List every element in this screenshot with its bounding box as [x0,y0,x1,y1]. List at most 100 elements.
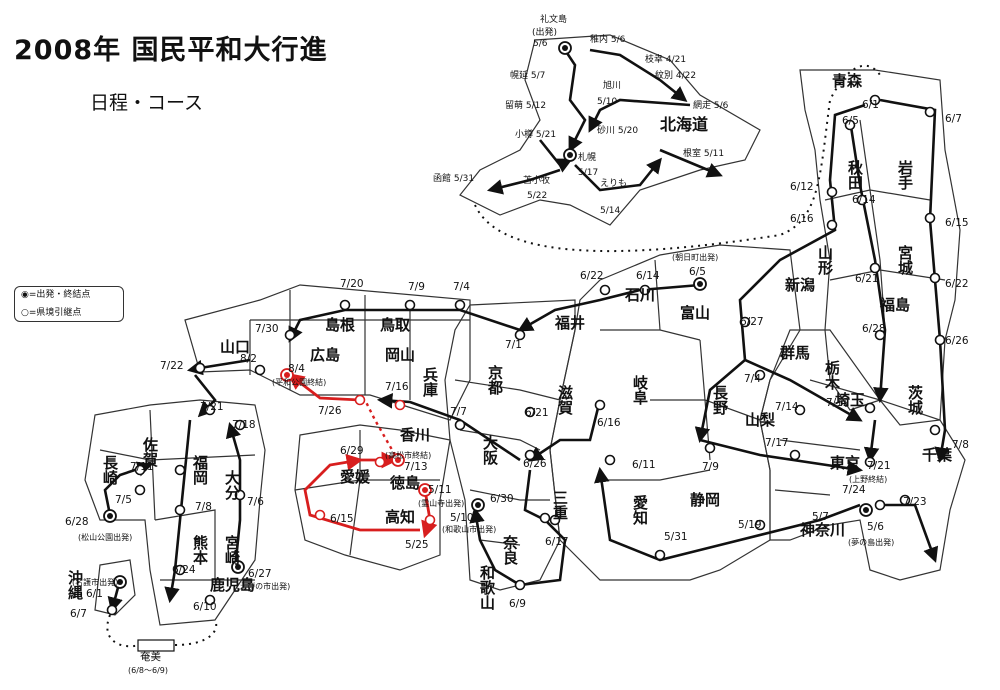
date-label-d716: 7/16 [385,381,409,393]
date-label-d628w: 6/28 [65,516,89,528]
date-label-d615w: 6/15 [330,513,354,525]
date-label-d610: 6/10 [193,601,217,613]
date-label-d627: 6/27 [740,316,764,328]
start-end-point-core [235,564,241,570]
relay-point [234,489,246,501]
map-labels: 北海道青森秋田岩手山形宮城新潟福島茨城栃木群馬埼玉千葉東京神奈川山梨長野静岡富山… [65,13,969,675]
relay-point [826,186,838,198]
relay-point [424,514,436,526]
date-label-d77: 7/7 [450,406,467,418]
prefecture-label-nara: 奈良 [501,534,519,566]
relay-point [204,594,216,606]
hokkaido-point-wakkanai: 稚内 5/6 [590,33,626,45]
okinawa-outline [94,559,136,616]
relay-point [599,284,611,296]
date-label-d711: 7/11 [130,461,154,473]
relay-point [404,299,416,311]
prefecture-label-okinawa: 沖縄 [66,569,84,601]
start-end-point-core [697,281,703,287]
relay-point [704,442,716,454]
tohoku-outline [799,69,961,426]
relay-point [654,549,666,561]
hokkaido-point-tomakomai: 苫小牧 [523,174,550,186]
relay-point [739,316,751,328]
date-label-d721w: 7/21 [200,401,224,413]
prefecture-label-wakayama: 和歌山 [478,565,496,611]
relay-point [754,369,766,381]
date-label-amami_d: (6/8～6/9) [128,666,168,675]
date-label-d615: 6/15 [945,217,969,229]
date-label-d627w: 6/27 [248,568,272,580]
date-label-d616w: 6/16 [597,417,621,429]
date-label-d511: 5/11 [428,484,452,496]
hokkaido-outline [459,34,761,226]
relay-point [394,399,406,411]
date-label-d82: 8/2 [240,353,257,365]
date-label-amami: 奄美 [140,650,161,663]
date-label-d723: 7/23 [903,496,927,508]
date-label-wakayama_dep: (和歌山市出発) [442,524,496,534]
relay-point [454,299,466,311]
date-label-aomori_61: 6/1 [862,99,879,111]
hokkaido-point-asahikawa: 旭川 [603,79,621,91]
date-label-d84: 8/4 [288,363,305,375]
date-label-d721e: 7/21 [867,460,891,472]
prefecture-label-kagawa: 香川 [400,426,430,444]
date-label-d611: 6/11 [632,459,656,471]
prefecture-label-kyoto: 京都 [486,364,504,396]
date-label-d621e: 6/21 [855,273,879,285]
date-label-d74w: 7/4 [453,281,470,293]
date-label-d717: 7/17 [765,437,789,449]
relay-point [604,454,616,466]
prefecture-label-gifu: 岐阜 [631,374,649,406]
relay-point [934,334,946,346]
prefecture-label-tochigi: 栃木 [823,359,841,391]
relay-point [284,329,296,341]
relay-point [204,404,216,416]
date-label-d74: 7/4 [744,373,761,385]
relay-point [924,106,936,118]
date-label-d628: 6/28 [862,323,886,335]
hokkaido-point-nemuro: 根室 5/11 [683,147,724,159]
relay-point [869,262,881,274]
date-label-d519: 5/19 [738,519,762,531]
relay-point [789,449,801,461]
relay-point [454,419,466,431]
hokkaido-point-otaru: 小樽 5/21 [515,128,556,140]
relay-point [174,504,186,516]
relay-point [254,364,266,376]
relay-point [194,362,206,374]
relay-point [874,329,886,341]
date-label-ueno: (上野終結) [849,474,887,484]
date-label-d612: 6/12 [790,181,814,193]
prefecture-label-tokushima: 徳島 [389,474,420,492]
date-label-d629: 6/29 [340,445,364,457]
relay-point [514,329,526,341]
hokkaido-point-asahikawa_d: 5/10 [597,97,617,107]
route-points [103,41,946,616]
start-end-point-core [117,579,123,585]
hokkaido-point-abashiri: 網走 5/6 [693,99,729,111]
legend-relay: ○=県境引継点 [21,308,82,318]
prefecture-label-aichi: 愛知 [631,494,649,526]
date-label-d78w: 7/8 [195,501,212,513]
prefecture-label-nagano: 長野 [711,385,729,416]
relay-point [864,456,876,468]
relay-point [539,512,551,524]
relay-point [174,464,186,476]
prefecture-label-aomori: 青森 [832,72,863,90]
prefecture-label-fukushima: 福島 [879,296,910,314]
date-label-d57: 5/7 [812,511,829,523]
relay-point [524,449,536,461]
prefecture-label-tottori: 鳥取 [380,316,411,334]
relay-point [874,499,886,511]
date-label-d614w: 6/14 [636,270,660,282]
relay-point [174,564,186,576]
page-subtitle: 日程・コース [90,92,204,114]
date-label-d56: 5/6 [867,521,884,533]
date-label-d67o: 6/7 [70,608,87,620]
prefecture-label-shizuoka: 静岡 [690,491,720,509]
date-label-d617: 6/17 [545,536,569,548]
date-label-d730: 7/30 [255,323,279,335]
